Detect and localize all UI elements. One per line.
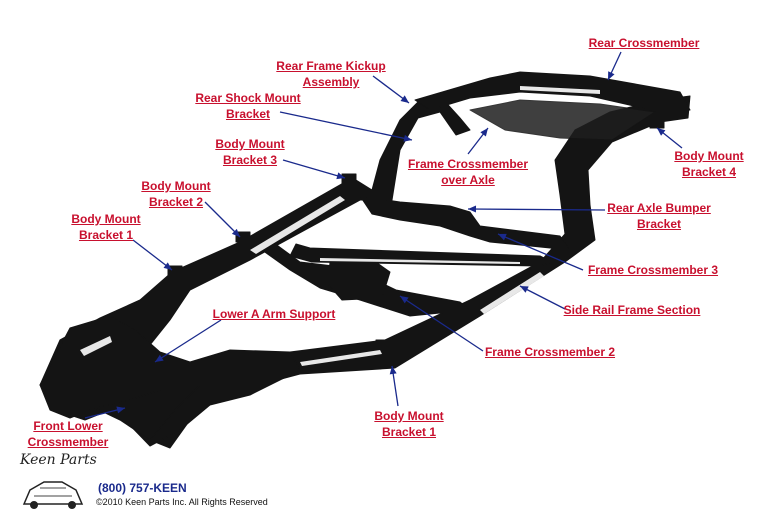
leader-arrowhead-icon xyxy=(468,205,477,213)
leader-arrowhead-icon xyxy=(498,233,507,241)
body-mount-bracket-1-left xyxy=(167,265,183,277)
label-line: Assembly xyxy=(302,75,360,89)
leader-arrowhead-icon xyxy=(155,354,164,362)
label-line: Bracket xyxy=(225,107,271,121)
car-wheel-right-icon xyxy=(68,501,76,509)
leader-arrowhead-icon xyxy=(520,286,529,293)
leader-line xyxy=(154,319,222,363)
body-mount-bracket-2 xyxy=(235,231,251,243)
leader-line xyxy=(467,208,606,211)
leader-line xyxy=(279,111,413,141)
leader-arrowhead-icon xyxy=(163,262,172,270)
label-line: Rear Axle Bumper xyxy=(607,201,711,215)
phone-number[interactable]: (800) 757-KEEN xyxy=(98,481,187,495)
leader-arrowhead-icon xyxy=(608,71,615,80)
label-line: Frame Crossmember 2 xyxy=(484,345,616,359)
body-mount-bracket-3 xyxy=(341,173,357,185)
label-line: Bracket 1 xyxy=(78,228,134,242)
center-box xyxy=(327,257,391,301)
brand-script: Keen Parts xyxy=(20,452,97,468)
frame-crossmember-over-axle-shape xyxy=(359,195,571,251)
leader-arrowhead-icon xyxy=(400,95,409,103)
label-line: Front Lower xyxy=(33,419,103,433)
label-line: Frame Crossmember xyxy=(407,157,529,171)
label-line: Body Mount xyxy=(141,179,211,193)
leader-arrowhead-icon xyxy=(480,128,488,137)
label-line: over Axle xyxy=(441,173,495,187)
front-suspension-mass xyxy=(39,315,301,447)
leader-lines xyxy=(84,51,683,419)
rear-crossmember-shape xyxy=(414,71,691,113)
front-lower-crossmember-shape xyxy=(94,384,201,441)
leader-arrowhead-icon xyxy=(403,134,412,142)
highlight-4 xyxy=(520,86,600,94)
highlight-6 xyxy=(320,258,520,264)
label-line: Lower A Arm Support xyxy=(212,307,336,321)
car-hood-lines xyxy=(34,487,72,497)
label-rear-crossmember[interactable]: Rear Crossmember xyxy=(589,35,700,51)
label-line: Body Mount xyxy=(374,409,444,423)
label-frame-crossmember-3[interactable]: Frame Crossmember 3 xyxy=(588,262,718,278)
label-side-rail-frame-section[interactable]: Side Rail Frame Section xyxy=(564,302,701,318)
car-wheel-left-icon xyxy=(30,501,38,509)
label-line: Bracket 1 xyxy=(381,425,437,439)
label-lower-a-arm-support[interactable]: Lower A Arm Support xyxy=(213,306,336,322)
highlight-5 xyxy=(80,336,112,356)
rear-inner-plate xyxy=(469,99,656,141)
label-line: Rear Crossmember xyxy=(588,36,700,50)
leader-line xyxy=(282,159,346,179)
label-line: Side Rail Frame Section xyxy=(563,303,701,317)
label-line: Frame Crossmember 3 xyxy=(587,263,719,277)
copyright-notice: ©2010 Keen Parts Inc. All Rights Reserve… xyxy=(96,497,268,507)
label-line: Bracket xyxy=(636,217,682,231)
label-line: Rear Frame Kickup xyxy=(276,59,386,73)
label-line: Rear Shock Mount xyxy=(195,91,301,105)
label-line: Body Mount xyxy=(215,137,285,151)
leader-arrowhead-icon xyxy=(389,366,397,375)
body-mount-bracket-1-right xyxy=(375,339,391,351)
leader-line xyxy=(497,233,584,271)
leader-arrowhead-icon xyxy=(657,128,666,136)
label-line: Bracket 2 xyxy=(148,195,204,209)
leader-line xyxy=(519,285,566,310)
leader-line xyxy=(132,239,173,271)
leader-arrowhead-icon xyxy=(336,172,345,180)
leader-arrowhead-icon xyxy=(116,406,125,414)
leader-arrowhead-icon xyxy=(231,228,240,237)
label-line: Bracket 4 xyxy=(681,165,737,179)
body-mount-bracket-4 xyxy=(649,117,665,129)
label-frame-crossmember-over-axle[interactable]: Frame Crossmember over Axle xyxy=(408,156,528,188)
highlight-2 xyxy=(300,350,382,366)
highlight-3 xyxy=(480,272,544,314)
leader-arrowhead-icon xyxy=(400,296,409,304)
label-line: Crossmember xyxy=(27,435,109,449)
label-frame-crossmember-2[interactable]: Frame Crossmember 2 xyxy=(485,344,615,360)
label-line: Body Mount xyxy=(674,149,744,163)
leader-line xyxy=(204,201,241,238)
car-silhouette xyxy=(22,481,84,505)
keen-parts-car-logo xyxy=(22,481,84,509)
highlight-1 xyxy=(250,196,345,254)
leader-line xyxy=(399,295,484,352)
label-line: Bracket 3 xyxy=(222,153,278,167)
chassis-frame-illustration xyxy=(39,71,691,449)
label-line: Body Mount xyxy=(71,212,141,226)
